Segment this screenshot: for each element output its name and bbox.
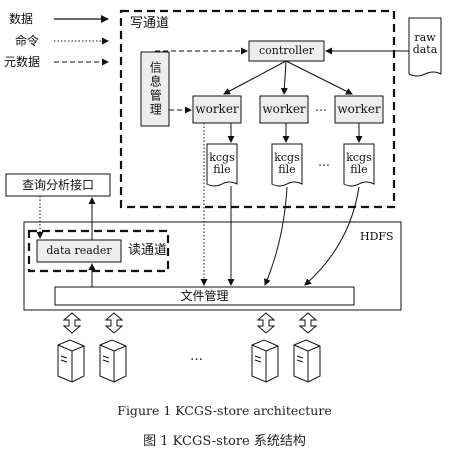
raw-data-shape bbox=[408, 17, 442, 77]
file-mgmt-box bbox=[54, 286, 355, 306]
legend-data-label: 数据 bbox=[9, 12, 34, 26]
kcgs-file-shape-1 bbox=[206, 143, 238, 187]
worker-label-2: worker bbox=[262, 102, 306, 117]
servers-ellipsis: … bbox=[190, 349, 203, 364]
server-icon bbox=[99, 339, 127, 383]
arrow-controller-to-worker-1 bbox=[223, 60, 287, 95]
arrow-file-2-to-filemgmt bbox=[264, 186, 288, 286]
info-mgmt-box bbox=[140, 51, 170, 127]
info-mgmt-label: 信息管理 bbox=[148, 61, 163, 117]
write-channel-title: 写通道 bbox=[130, 16, 170, 31]
hdfs-server-links bbox=[62, 312, 318, 334]
server-icon bbox=[251, 339, 279, 383]
read-channel-title: 读通道 bbox=[128, 243, 168, 258]
data-reader-box bbox=[36, 239, 122, 263]
kcgs-file-label-1: kcgs file bbox=[209, 151, 235, 176]
legend bbox=[54, 15, 109, 66]
legend-command-label: 命令 bbox=[15, 34, 40, 48]
kcgs-file-label-2: kcgs file bbox=[274, 151, 300, 176]
arrow-file-3-to-filemgmt bbox=[304, 186, 360, 286]
read-channel-frame bbox=[27, 229, 170, 273]
write-channel-frame bbox=[119, 9, 396, 209]
server-icon bbox=[57, 339, 85, 383]
kcgs-file-shape-2 bbox=[271, 143, 303, 187]
caption-zh: 图 1 KCGS-store 系统结构 bbox=[143, 434, 306, 449]
double-arrow-1 bbox=[62, 312, 82, 334]
worker-box-2 bbox=[259, 95, 309, 124]
workers-ellipsis: … bbox=[315, 100, 327, 114]
hdfs-title: HDFS bbox=[360, 230, 394, 243]
worker-label-3: worker bbox=[337, 102, 381, 117]
worker-box-1 bbox=[192, 95, 242, 124]
caption-en: Figure 1 KCGS-store architecture bbox=[117, 403, 332, 418]
kcgs-file-shape-3 bbox=[343, 143, 375, 187]
files-ellipsis: … bbox=[318, 155, 330, 169]
controller-label: controller bbox=[259, 44, 314, 58]
double-arrow-4 bbox=[298, 312, 318, 334]
double-arrow-2 bbox=[104, 312, 124, 334]
worker-label-1: worker bbox=[195, 102, 239, 117]
file-mgmt-label: 文件管理 bbox=[180, 288, 229, 303]
arrow-controller-to-worker-2 bbox=[280, 60, 288, 95]
raw-data-label: raw data bbox=[412, 31, 438, 56]
query-interface-label: 查询分析接口 bbox=[21, 177, 94, 192]
query-interface-box bbox=[5, 173, 111, 197]
kcgs-file-label-3: kcgs file bbox=[346, 151, 372, 176]
server-icon bbox=[293, 339, 321, 383]
arrow-controller-to-worker-3 bbox=[285, 60, 353, 95]
legend-metadata-label: 元数据 bbox=[4, 55, 41, 69]
double-arrow-3 bbox=[256, 312, 276, 334]
server-icons bbox=[57, 339, 321, 383]
data-reader-label: data reader bbox=[46, 244, 112, 258]
